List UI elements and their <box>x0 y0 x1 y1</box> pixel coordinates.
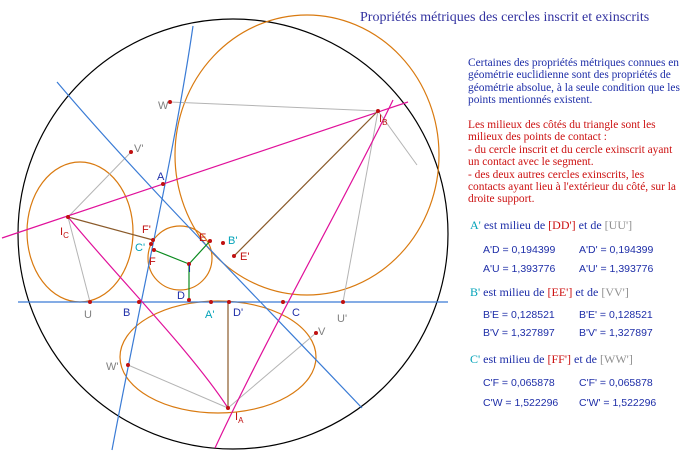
connector-est-milieu: est milieu de <box>483 285 545 299</box>
midpoint-statement-a: A' est milieu de [DD'] et de [UU'] <box>470 218 632 233</box>
value-b-v: B'V = 1,327897 <box>483 327 555 339</box>
midpoints-line-1: Les milieux des côtés du triangle sont l… <box>468 119 656 144</box>
excircle-a <box>119 300 317 414</box>
segment-ff: [FF'] <box>547 352 572 366</box>
points <box>66 100 380 410</box>
point-b <box>137 300 141 304</box>
point-u-prime <box>341 300 345 304</box>
value-b-v-prime: B'V' = 1,327897 <box>579 327 653 339</box>
label-i: I <box>188 263 191 275</box>
value-a-d: A'D = 0,194399 <box>483 244 556 256</box>
label-e: E <box>199 232 206 244</box>
label-v: V <box>318 326 326 338</box>
point-d-prime <box>227 300 231 304</box>
point-e-prime <box>232 254 236 258</box>
value-a-d-prime: A'D' = 0,194399 <box>579 244 654 256</box>
connector-est-milieu: est milieu de <box>483 218 546 232</box>
gray-construction-lines <box>67 101 418 409</box>
label-u: U <box>84 309 92 321</box>
point-a <box>161 182 165 186</box>
midpoints-line-3: - des deux autres cercles exinscrits, le… <box>468 168 676 206</box>
label-v-prime: V' <box>134 143 143 155</box>
point-v-prime <box>129 150 133 154</box>
point-w <box>168 100 172 104</box>
value-c-f-prime: C'F' = 0,065878 <box>579 377 653 389</box>
excircle-b <box>174 14 440 296</box>
point-i <box>187 262 191 266</box>
label-ia: IA <box>235 411 244 425</box>
label-f-prime: F' <box>142 224 151 236</box>
label-d-prime: D' <box>233 307 243 319</box>
point-c-prime <box>149 242 153 246</box>
label-w-prime: W' <box>106 361 118 373</box>
value-c-w-prime: C'W' = 1,522296 <box>579 397 657 409</box>
segment-ww: [WW'] <box>600 352 633 366</box>
label-a: A <box>157 171 165 183</box>
label-a-prime: A' <box>205 309 214 321</box>
label-c-prime: C' <box>135 242 145 254</box>
label-ib: IB <box>379 113 387 127</box>
value-b-e: B'E = 0,128521 <box>483 309 555 321</box>
label-b: B <box>123 307 130 319</box>
midpoint-a-label: A' <box>470 218 481 232</box>
value-b-e-prime: B'E' = 0,128521 <box>579 309 653 321</box>
point-c <box>281 300 285 304</box>
point-ia <box>226 406 230 410</box>
midpoint-statement-b: B' est milieu de [EE'] et de [VV'] <box>470 285 629 300</box>
value-a-u: A'U = 1,393776 <box>483 263 556 275</box>
segment-vv: [VV'] <box>601 285 629 299</box>
point-v <box>314 331 318 335</box>
label-f: F <box>149 256 156 268</box>
excircle-radii <box>67 110 379 408</box>
point-u <box>88 300 92 304</box>
label-w: W <box>158 100 169 112</box>
incircle-radii <box>153 240 211 300</box>
midpoints-paragraph: Les milieux des côtés du triangle sont l… <box>468 119 680 206</box>
segment-dd: [DD'] <box>548 218 576 232</box>
label-d: D <box>177 290 185 302</box>
midpoint-c-label: C' <box>470 352 481 366</box>
point-a-prime <box>209 300 213 304</box>
value-a-u-prime: A'U' = 1,393776 <box>579 263 654 275</box>
connector-et-de: et de <box>578 218 602 232</box>
page-title: Propriétés métriques des cercles inscrit… <box>360 10 650 25</box>
intro-paragraph: Certaines des propriétés métriques connu… <box>468 57 680 107</box>
midpoint-statement-c: C' est milieu de [FF'] et de [WW'] <box>470 352 633 367</box>
point-e <box>208 239 212 243</box>
label-b-prime: B' <box>228 235 237 247</box>
connector-et-de: et de <box>574 352 598 366</box>
point-d <box>187 298 191 302</box>
segment-uu: [UU'] <box>604 218 633 232</box>
point-f-prime <box>151 238 155 242</box>
label-e-prime: E' <box>240 251 249 263</box>
point-ib <box>376 109 380 113</box>
segment-ee: [EE'] <box>547 285 573 299</box>
point-w-prime <box>126 363 130 367</box>
midpoint-b-label: B' <box>470 285 481 299</box>
label-u-prime: U' <box>337 313 347 325</box>
label-ic: IC <box>60 226 69 240</box>
midpoints-line-2: - du cercle inscrit et du cercle exinscr… <box>468 143 673 169</box>
label-c: C <box>292 307 300 319</box>
angle-bisectors <box>1 99 409 449</box>
point-f <box>152 248 156 252</box>
point-b-prime <box>221 241 225 245</box>
value-c-f: C'F = 0,065878 <box>483 377 555 389</box>
point-ic <box>66 215 70 219</box>
poincare-disk <box>17 18 449 450</box>
connector-est-milieu: est milieu de <box>483 352 545 366</box>
value-c-w: C'W = 1,522296 <box>483 397 559 409</box>
connector-et-de: et de <box>575 285 599 299</box>
incircle <box>147 225 213 291</box>
